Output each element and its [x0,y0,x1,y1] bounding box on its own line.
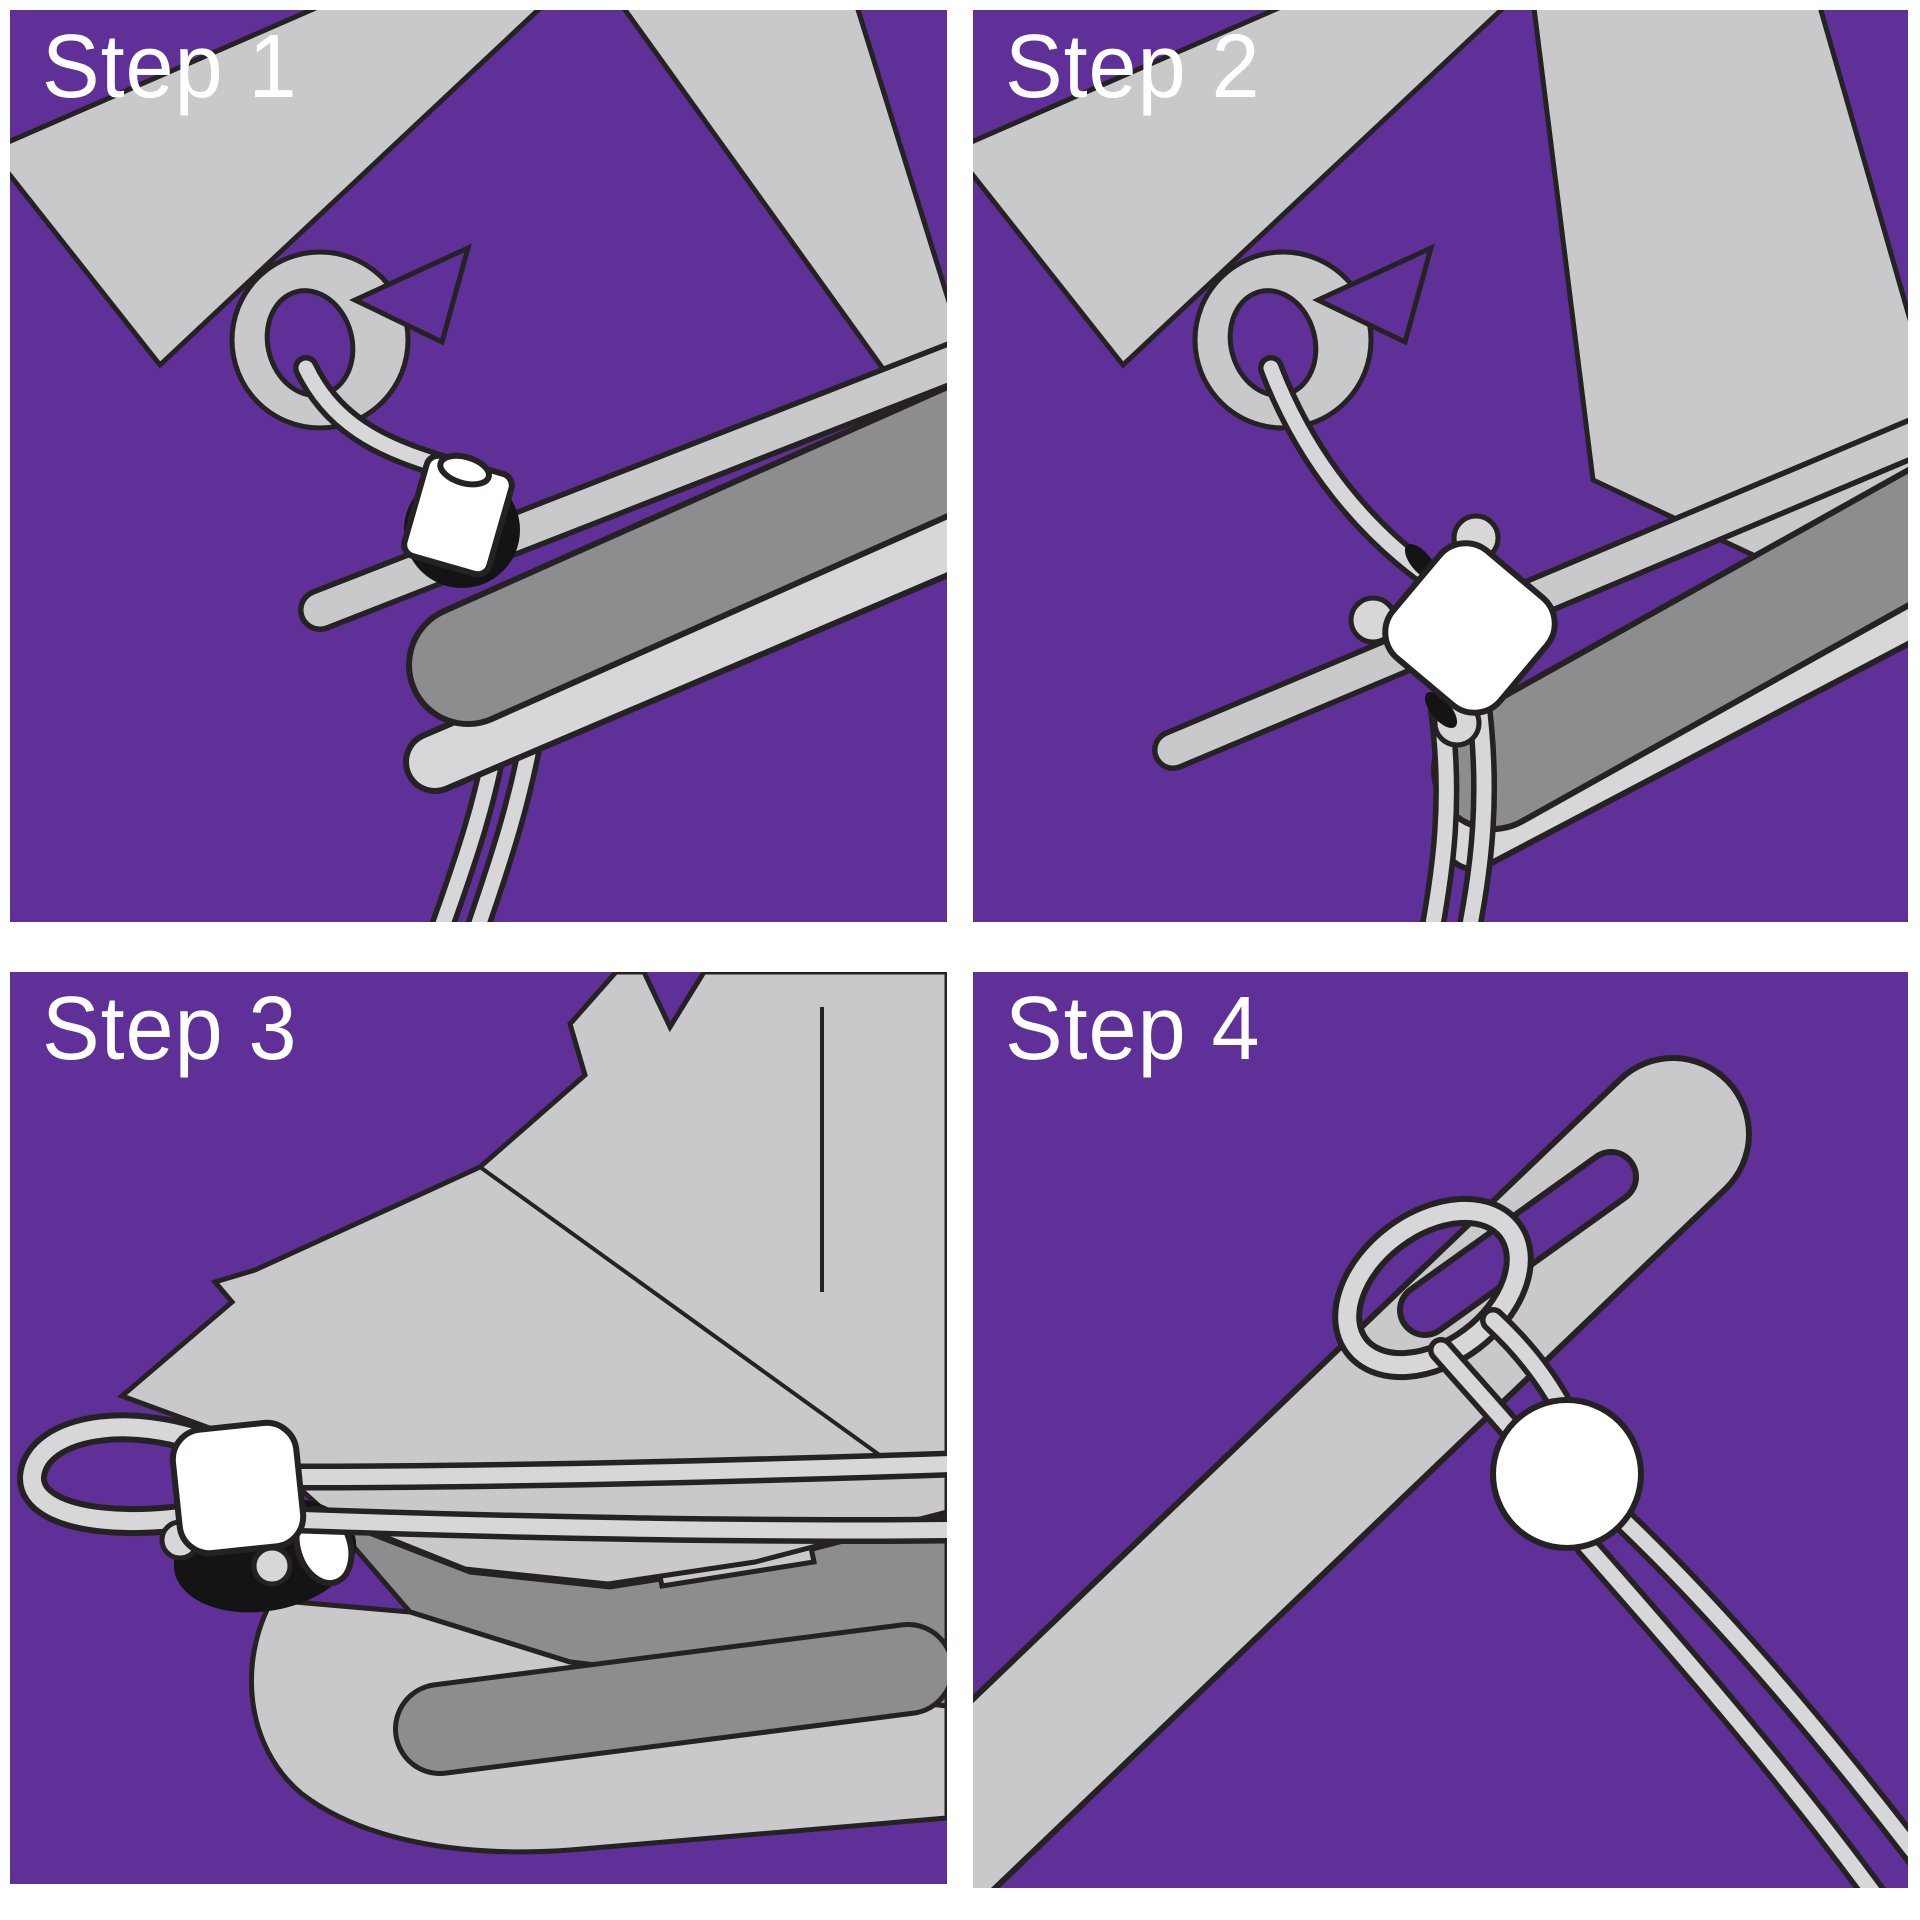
step-3-label: Step 3 [42,979,298,1079]
clip-upper-jaw [117,972,947,1587]
frame-arm-with-eyelet [10,10,542,431]
cord-lower-strands [1587,1518,1908,1888]
toggle-bead [169,1419,307,1557]
step-4-label: Step 4 [1005,979,1261,1079]
toggle-flanges [159,1519,293,1587]
toggle-bead [1382,540,1558,716]
toggle-bead-clamped-in-clip-icon [10,972,947,1855]
panel-step-1: Step 1 [10,10,947,922]
second-frame-arm [622,10,947,463]
frame-arm-with-eyelet [973,10,1505,431]
panel-step-4: Step 4 [973,972,1908,1888]
panel-step-2: Step 2 [973,10,1908,922]
cord-through-eyelet-into-toggle-icon [10,10,947,922]
clip-foot [249,1597,947,1855]
round-bead [1490,1397,1644,1551]
larks-head-loop [1332,1195,1534,1381]
cord-pulled-through-toggle-bead-icon [973,10,1908,922]
step-2-label: Step 2 [1005,17,1261,117]
larks-head-loop-on-strap-with-bead-icon [973,972,1908,1888]
toggle-bead [401,452,515,578]
cord-exit-shadow [1424,691,1458,729]
panel-step-3: Step 3 [10,972,947,1884]
step-1-label: Step 1 [42,17,298,117]
